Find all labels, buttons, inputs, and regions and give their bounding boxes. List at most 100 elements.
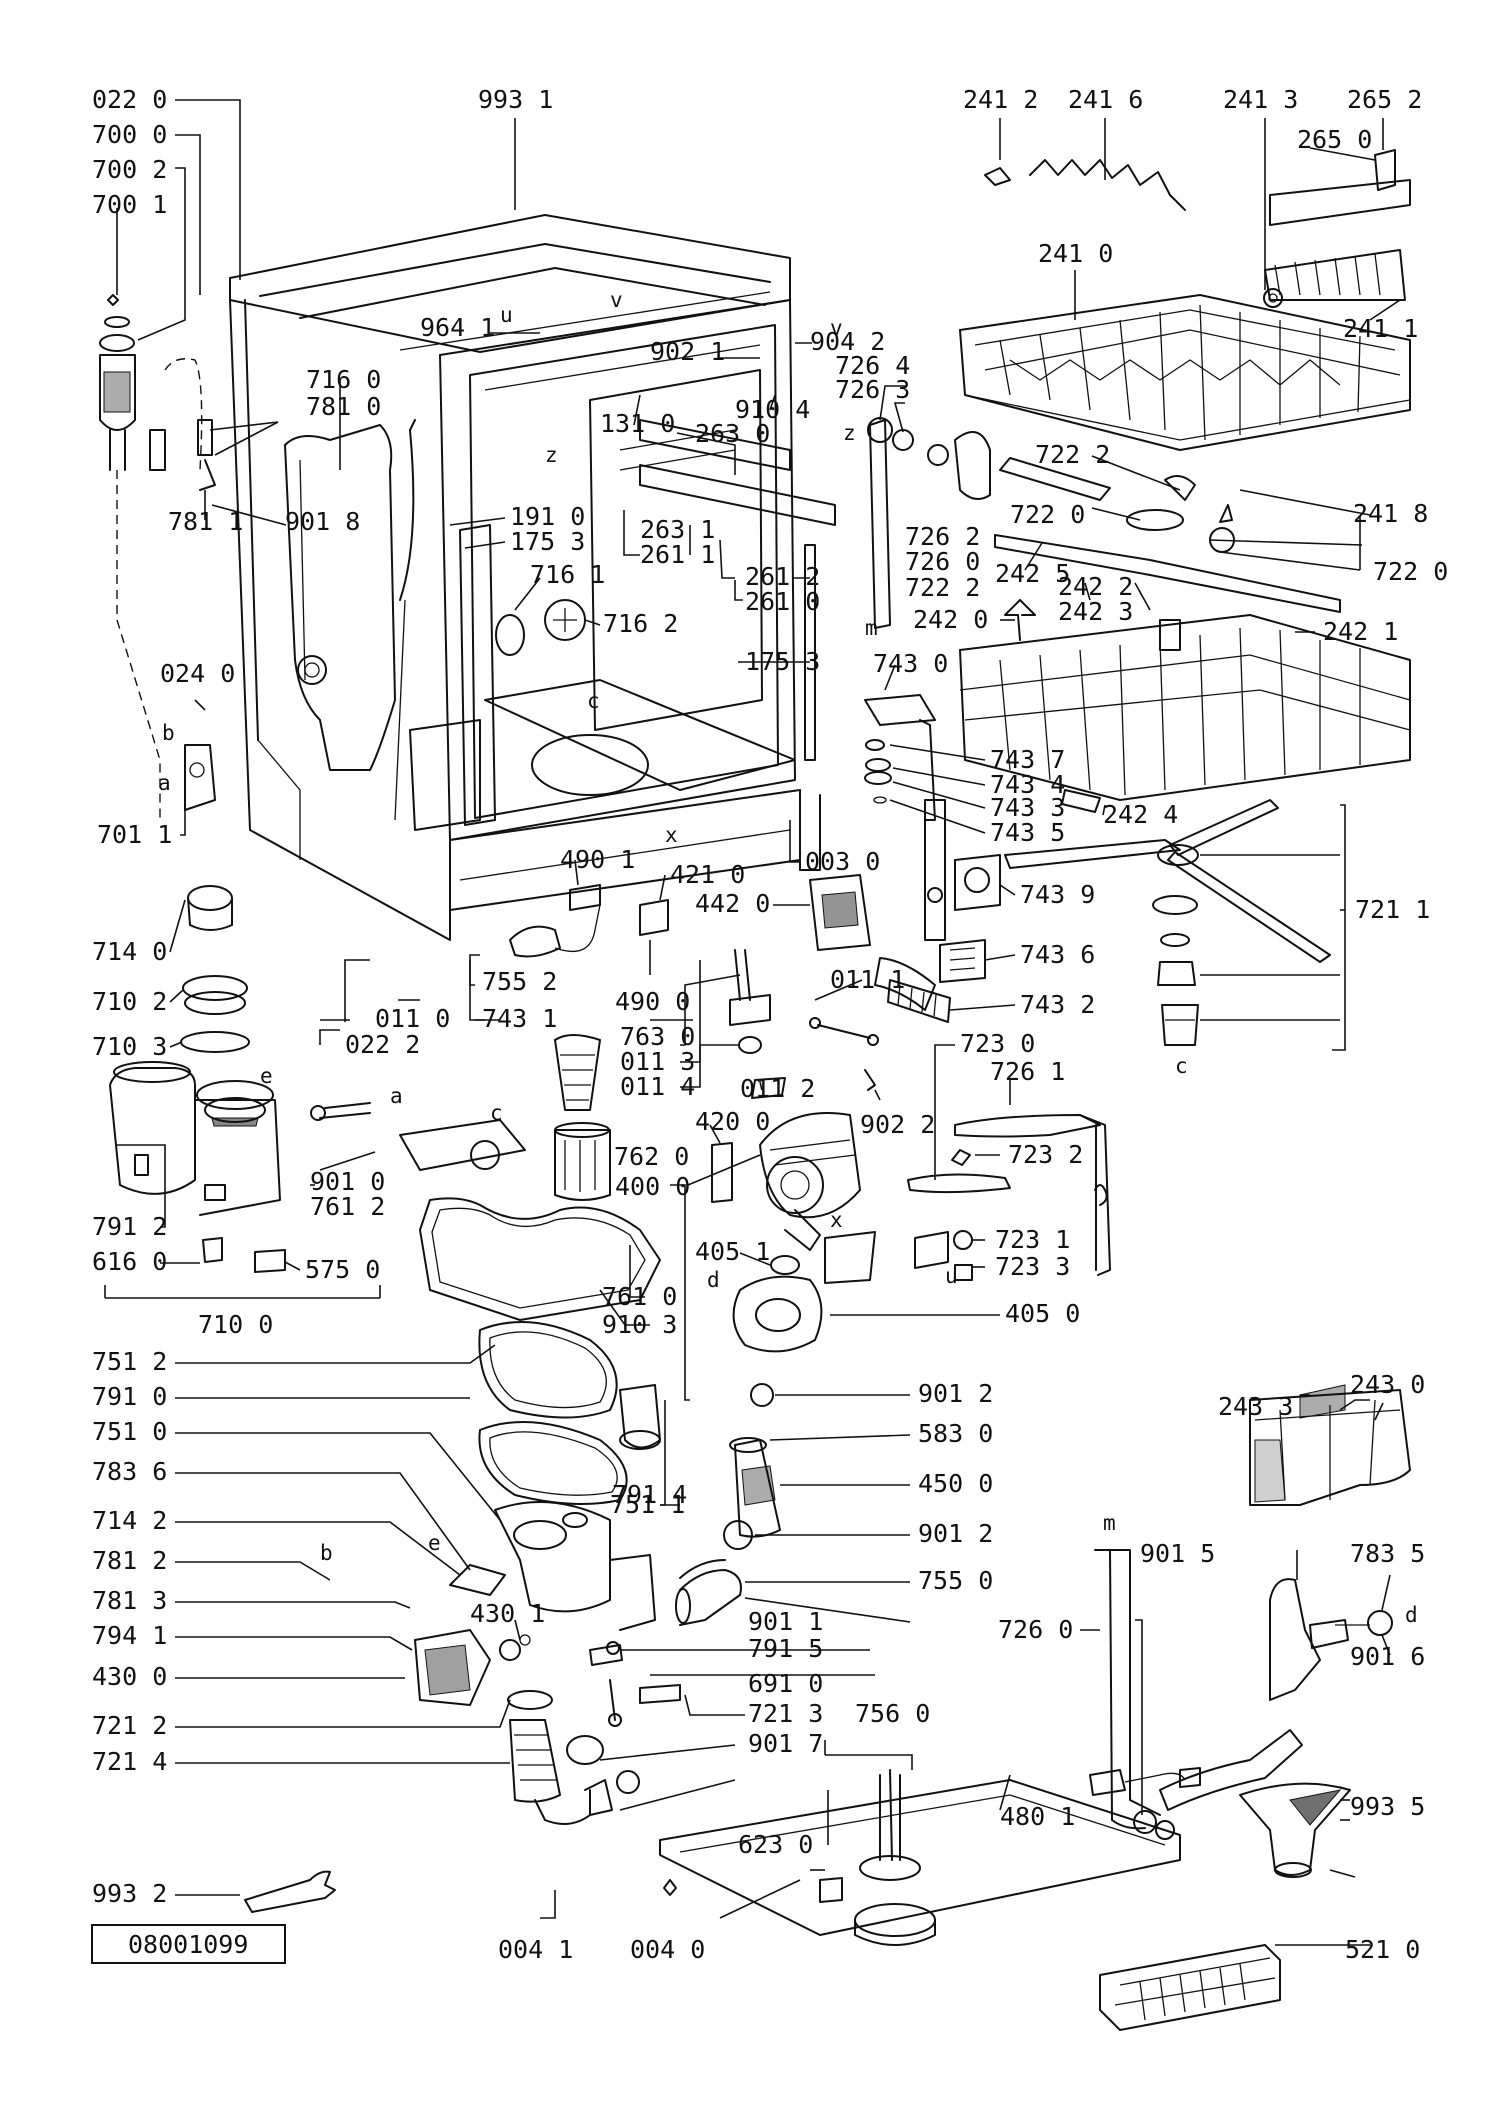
part-label: 242 0 — [913, 605, 988, 634]
wash-pump-drawing — [509, 417, 1111, 1353]
part-label: 011 4 — [620, 1072, 695, 1101]
part-label: 762 0 — [614, 1142, 689, 1171]
part-label: 901 5 — [1140, 1539, 1215, 1568]
part-label: 901 1 — [748, 1607, 823, 1636]
part-label: 726 3 — [835, 375, 910, 404]
part-label: 751 1 — [610, 1490, 685, 1519]
part-label: 241 8 — [1353, 499, 1428, 528]
part-label: 242 3 — [1058, 597, 1133, 626]
part-label: 265 0 — [1297, 125, 1372, 154]
part-label: 131 0 — [600, 409, 675, 438]
part-label: 901 2 — [918, 1519, 993, 1548]
part-label: 442 0 — [695, 889, 770, 918]
cabinet-drawing — [229, 214, 836, 941]
part-label: 723 3 — [995, 1252, 1070, 1281]
lower-rack-drawing — [959, 457, 1411, 1046]
part-label: 791 4 — [612, 1480, 687, 1509]
ref-letter-e: e — [428, 1531, 441, 1555]
part-label: 430 0 — [92, 1662, 167, 1691]
part-label: 420 0 — [695, 1107, 770, 1136]
part-label: 421 0 — [670, 860, 745, 889]
ref-letter-z: z — [545, 443, 558, 467]
inlet-valve-drawing — [99, 294, 216, 820]
part-label: 241 1 — [1343, 314, 1418, 343]
part-label: 022 2 — [345, 1030, 420, 1059]
part-label: 783 6 — [92, 1457, 167, 1486]
ref-letter-d: d — [1405, 1603, 1418, 1627]
upper-rack-drawing — [959, 149, 1411, 451]
part-label: 755 2 — [482, 967, 557, 996]
part-label: 243 3 — [1218, 1392, 1293, 1421]
part-label: 710 0 — [198, 1310, 273, 1339]
part-label: 242 4 — [1103, 800, 1178, 829]
part-label: 756 0 — [855, 1699, 930, 1728]
ref-letter-c: c — [587, 689, 600, 713]
part-label: 480 1 — [1000, 1802, 1075, 1831]
part-label: 791 5 — [748, 1634, 823, 1663]
part-label: 022 0 — [92, 85, 167, 114]
part-label: 910 4 — [735, 395, 810, 424]
part-label: 241 6 — [1068, 85, 1143, 114]
right-parts-drawing — [1089, 1384, 1411, 1878]
ref-letter-u: u — [500, 303, 513, 327]
part-label: 243 0 — [1350, 1370, 1425, 1399]
part-label: 723 0 — [960, 1029, 1035, 1058]
ref-letter-v: v — [830, 316, 843, 340]
part-label: 901 0 — [310, 1167, 385, 1196]
part-label: 783 5 — [1350, 1539, 1425, 1568]
part-label: 723 2 — [1008, 1140, 1083, 1169]
part-label: 261 2 — [745, 562, 820, 591]
part-label: 714 2 — [92, 1506, 167, 1535]
part-label: 261 1 — [640, 540, 715, 569]
part-label: 993 5 — [1350, 1792, 1425, 1821]
part-label: 726 0 — [905, 547, 980, 576]
part-label: 781 3 — [92, 1586, 167, 1615]
part-label: 691 0 — [748, 1669, 823, 1698]
part-label: 726 0 — [998, 1615, 1073, 1644]
part-label: 721 4 — [92, 1747, 167, 1776]
ref-letter-m: m — [1103, 1511, 1116, 1535]
part-label: 700 1 — [92, 190, 167, 219]
leader-lines — [104, 99, 1401, 1946]
part-label: 722 2 — [1035, 440, 1110, 469]
ref-letter-m: m — [865, 616, 878, 640]
part-label: 761 2 — [310, 1192, 385, 1221]
water-softener-drawing — [109, 885, 371, 1273]
part-label: 910 3 — [602, 1310, 677, 1339]
part-label: 721 3 — [748, 1699, 823, 1728]
part-label: 583 0 — [918, 1419, 993, 1448]
part-label: 743 3 — [990, 793, 1065, 822]
part-label: 430 1 — [470, 1599, 545, 1628]
part-label: 700 2 — [92, 155, 167, 184]
part-label: 904 2 — [810, 327, 885, 356]
sump-assembly-drawing — [399, 1034, 781, 1825]
part-label: 700 0 — [92, 120, 167, 149]
part-label: 242 5 — [995, 559, 1070, 588]
part-label: 721 2 — [92, 1711, 167, 1740]
part-label: 261 0 — [745, 587, 820, 616]
part-label: 751 2 — [92, 1347, 167, 1376]
part-label: 743 2 — [1020, 990, 1095, 1019]
part-label: 726 1 — [990, 1057, 1065, 1086]
part-label: 743 0 — [873, 649, 948, 678]
part-label: 716 1 — [530, 560, 605, 589]
part-label: 901 8 — [285, 507, 360, 536]
part-label: 714 0 — [92, 937, 167, 966]
part-label: 004 0 — [630, 1935, 705, 1964]
part-label: 616 0 — [92, 1247, 167, 1276]
ref-letter-x: x — [830, 1208, 843, 1232]
part-label: 623 0 — [738, 1830, 813, 1859]
part-label: 751 0 — [92, 1417, 167, 1446]
ref-letter-v: v — [610, 288, 623, 312]
ref-letter-z: z — [843, 421, 856, 445]
part-label: 450 0 — [918, 1469, 993, 1498]
part-label: 701 1 — [97, 820, 172, 849]
part-label: 024 0 — [160, 659, 235, 688]
ref-letter-b: b — [320, 1541, 333, 1565]
part-label: 405 1 — [695, 1237, 770, 1266]
part-label: 902 2 — [860, 1110, 935, 1139]
part-label: 721 1 — [1355, 895, 1430, 924]
part-label: 011 0 — [375, 1004, 450, 1033]
base-plate-drawing — [244, 1769, 1281, 2031]
